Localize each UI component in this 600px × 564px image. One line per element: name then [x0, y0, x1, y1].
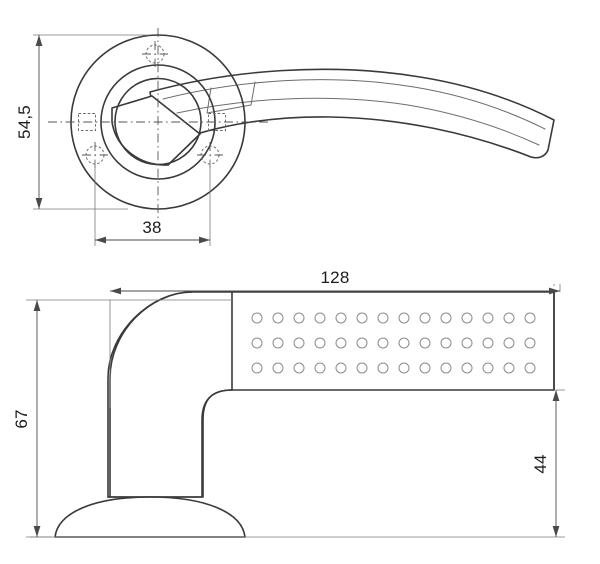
rosette-diameter-value: 54,5 — [15, 105, 34, 139]
overall-length-dimension: 128 — [109, 268, 561, 408]
overall-height-dimension: 67 — [12, 299, 232, 538]
lever-mid-edge-highlight — [176, 97, 540, 146]
lever-facet-notch — [206, 81, 256, 114]
lever-height-dimension: 44 — [531, 389, 565, 537]
base-plate-profile — [54, 496, 246, 538]
lever-blade-plan — [149, 68, 555, 159]
neck-inner-fillet — [202, 389, 233, 498]
overall-height-value: 67 — [12, 409, 31, 428]
fixing-hole-top — [142, 41, 168, 67]
fixing-hole-right-square — [208, 113, 226, 131]
handle-hub-plan — [111, 95, 201, 166]
lever-outline-plan — [149, 68, 555, 159]
rosette-inner-circle — [100, 64, 216, 180]
rosette-diameter-dimension: 54,5 — [15, 34, 150, 210]
fixing-centers-dimension: 38 — [94, 160, 211, 246]
lever-top-edge-highlight — [162, 79, 546, 130]
knurled-grip-pattern — [251, 312, 536, 374]
top-view-group: 54,5 38 — [15, 28, 555, 246]
hub-circle-plan — [114, 77, 202, 166]
lever-height-value: 44 — [531, 454, 550, 473]
fixing-hole-left-square — [78, 113, 96, 131]
neck-outer-curve — [109, 291, 193, 498]
side-view-group: 128 67 44 — [12, 268, 565, 538]
fixing-centers-value: 38 — [142, 218, 161, 237]
overall-length-value: 128 — [321, 268, 350, 287]
